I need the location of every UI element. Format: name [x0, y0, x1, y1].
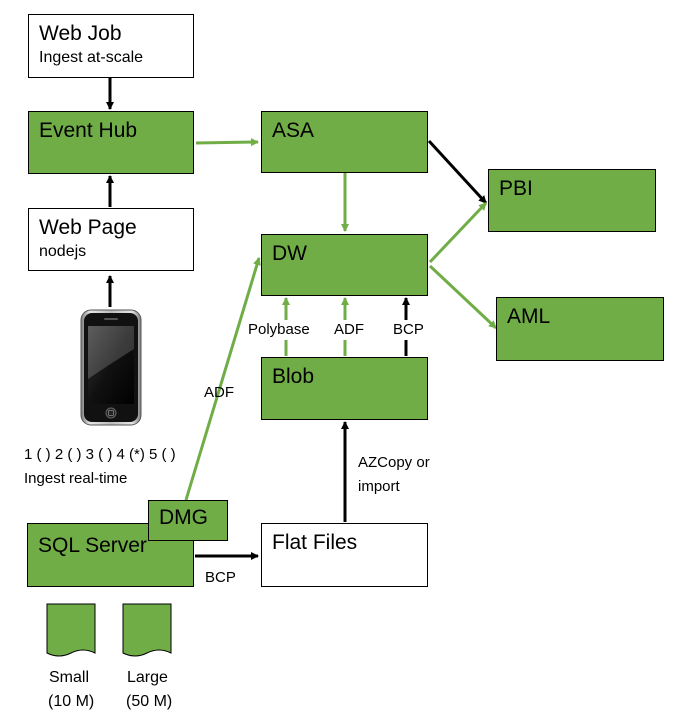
edge-dmg-dw-adf: [184, 257, 261, 501]
label-bcp-sql-flat: BCP: [205, 569, 236, 586]
phone-caption: Ingest real-time: [24, 470, 128, 487]
node-flat-files-title: Flat Files: [272, 531, 358, 554]
node-blob[interactable]: Blob: [261, 357, 428, 420]
node-web-job[interactable]: Web Job Ingest at-scale: [28, 14, 194, 78]
node-asa[interactable]: ASA: [261, 111, 428, 173]
node-aml[interactable]: AML: [496, 297, 664, 361]
node-event-hub-title: Event Hub: [39, 119, 138, 142]
node-web-job-title: Web Job: [39, 22, 122, 45]
node-web-page-title: Web Page: [39, 216, 137, 239]
label-adf-dmg-dw: ADF: [204, 384, 234, 401]
smartphone-icon: [80, 309, 142, 426]
node-flat-files[interactable]: Flat Files: [261, 523, 428, 587]
file-small-label: Small: [49, 669, 90, 686]
document-large-icon: [122, 603, 172, 657]
label-adf-blob-dw: ADF: [332, 320, 366, 340]
edge-eventhub-asa: [195, 138, 259, 147]
edge-dw-aml: [428, 264, 498, 330]
node-web-page-subtitle: nodejs: [39, 243, 87, 260]
node-aml-title: AML: [507, 305, 551, 328]
node-dmg[interactable]: DMG: [148, 500, 228, 541]
label-polybase: Polybase: [246, 320, 312, 340]
rating-options: 1 ( ) 2 ( ) 3 ( ) 4 (*) 5 ( ): [24, 446, 176, 463]
node-asa-title: ASA: [272, 119, 315, 142]
node-dw[interactable]: DW: [261, 234, 428, 296]
label-azcopy-line2: import: [358, 478, 400, 495]
label-azcopy-line1: AZCopy or: [358, 454, 430, 471]
label-bcp-blob-dw: BCP: [391, 320, 426, 340]
edge-dw-pbi: [428, 201, 488, 264]
node-dmg-title: DMG: [159, 506, 208, 529]
node-blob-title: Blob: [272, 365, 315, 388]
node-pbi-title: PBI: [499, 177, 533, 200]
node-web-page[interactable]: Web Page nodejs: [28, 208, 194, 271]
node-pbi[interactable]: PBI: [488, 169, 656, 232]
file-small-size: (10 M): [48, 693, 95, 710]
node-event-hub[interactable]: Event Hub: [28, 111, 194, 174]
document-small-icon: [46, 603, 96, 657]
file-large-label: Large: [127, 669, 168, 686]
node-dw-title: DW: [272, 242, 307, 265]
edge-asa-pbi: [427, 139, 488, 205]
file-large-size: (50 M): [126, 693, 173, 710]
node-sql-server-title: SQL Server: [38, 534, 147, 557]
node-web-job-subtitle: Ingest at-scale: [39, 49, 144, 66]
